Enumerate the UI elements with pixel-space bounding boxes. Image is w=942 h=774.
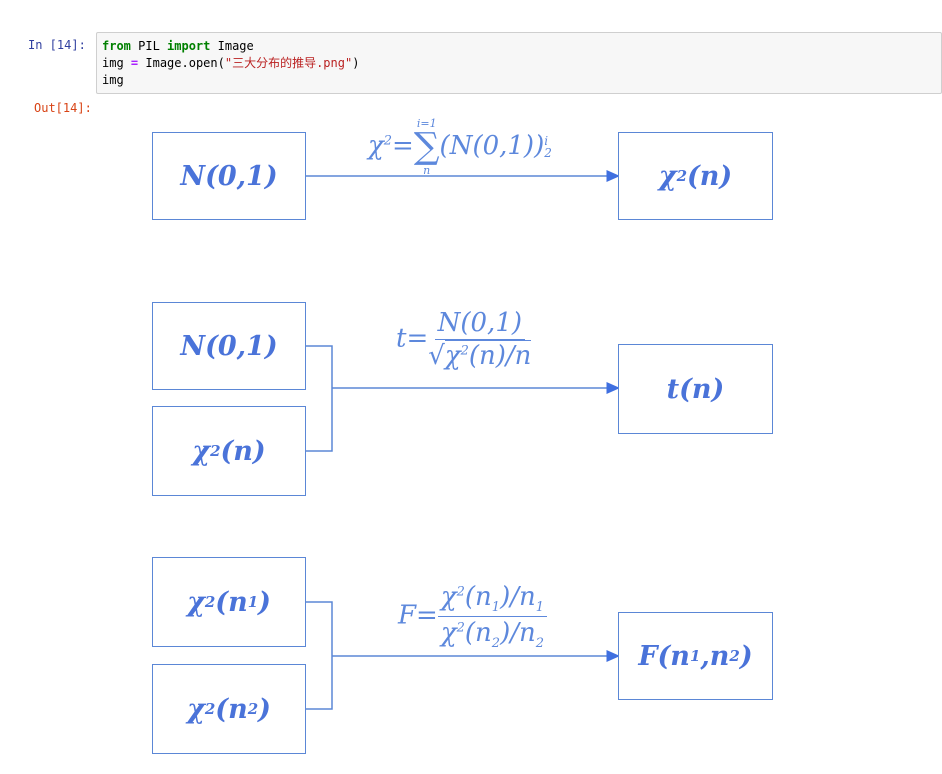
label-f: F	[638, 640, 658, 672]
den-sub: 2	[491, 636, 501, 652]
code-cell-input[interactable]: from PIL import Image img = Image.open("…	[96, 32, 942, 94]
label-n: n	[228, 693, 248, 725]
box-normal-row1: N(0,1)	[152, 132, 306, 220]
num-chi: χ	[440, 582, 457, 612]
den-div: n	[518, 618, 536, 649]
num-div: n	[518, 582, 536, 612]
call-open: Image.open(	[138, 56, 225, 70]
den-chi: χ	[444, 341, 461, 371]
sum-upper: i=1	[416, 117, 437, 130]
row2-bracket	[306, 345, 333, 452]
row3-bracket	[306, 601, 333, 710]
label-n2: n	[709, 640, 730, 672]
label-chi: χ	[187, 586, 205, 618]
numerator: χ2(n1)/n1	[437, 582, 547, 618]
formula-lhs: t=	[396, 323, 429, 354]
label-chi: χ	[658, 160, 677, 192]
formula-lhs: F=	[398, 600, 438, 631]
label-chi-arg: (n)	[687, 160, 733, 192]
denominator: χ2(n2)/n2	[440, 618, 544, 652]
label-n1: n	[670, 640, 690, 672]
close-paren: )	[352, 56, 360, 70]
formula-t-distribution: t=N(0,1)√χ2(n)/n	[396, 308, 532, 371]
input-prompt: In [14]:	[28, 38, 86, 52]
denominator: √χ2(n)/n	[428, 340, 532, 371]
label-t: t(n)	[666, 373, 725, 405]
code-line-1: from PIL import Image	[102, 38, 941, 55]
assign-operator: =	[130, 56, 139, 70]
den-chi: χ	[440, 618, 457, 649]
box-normal-row2: N(0,1)	[152, 302, 306, 390]
formula-chi: χ	[368, 131, 384, 161]
label-sub: 2	[247, 700, 259, 718]
body-sup: i	[544, 134, 549, 148]
variable-img: img	[102, 56, 131, 70]
code-line-2: img = Image.open("三大分布的推导.png")	[102, 55, 941, 72]
box-t-distribution: t(n)	[618, 344, 773, 434]
label-chi: χ	[187, 693, 205, 725]
label-normal: N(0,1)	[180, 330, 278, 362]
fraction: N(0,1)√χ2(n)/n	[428, 308, 532, 371]
module-name: PIL	[130, 39, 168, 53]
output-prompt: Out[14]:	[34, 101, 92, 115]
body-sub: 2	[544, 146, 552, 160]
label-chi: χ	[192, 435, 211, 467]
keyword-import: import	[167, 39, 211, 53]
import-name: Image	[210, 39, 254, 53]
sum-operator: i=1∑n	[413, 117, 440, 177]
filename-string: "三大分布的推导.png"	[224, 56, 353, 70]
label-sub2: 2	[729, 647, 740, 665]
label-chi-arg: (n)	[220, 435, 266, 467]
keyword-from: from	[102, 39, 131, 53]
code-line-3: img	[102, 73, 124, 87]
den-rest: (n)/n	[468, 341, 532, 371]
formula-body: (N(0,1))	[439, 131, 545, 161]
label-n: n	[228, 586, 248, 618]
sum-lower: n	[423, 164, 431, 177]
label-sub: 1	[247, 593, 259, 611]
num-sub: 1	[491, 600, 501, 616]
label-normal: N(0,1)	[180, 160, 278, 192]
num-n: n	[475, 582, 492, 612]
numerator: N(0,1)	[434, 308, 526, 340]
den-n: n	[475, 618, 492, 649]
label-sub1: 1	[689, 647, 701, 665]
